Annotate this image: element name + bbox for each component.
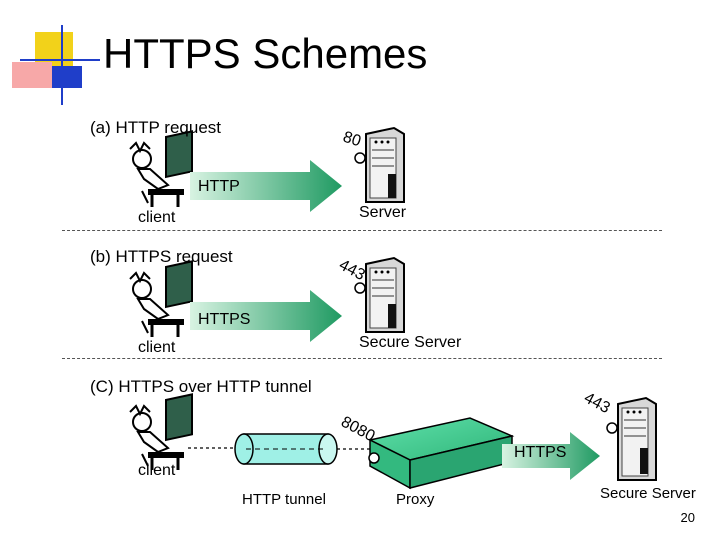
section-c-heading: (C) HTTPS over HTTP tunnel [90, 377, 312, 396]
server-icon-c [606, 396, 657, 481]
arrow-label-c: HTTPS [514, 444, 567, 461]
arrow-label-b: HTTPS [198, 311, 251, 328]
https-arrow-c [502, 432, 600, 480]
proxy-box [367, 417, 515, 490]
server-label-a: Server [359, 204, 407, 221]
request-arrow-b [190, 290, 342, 342]
request-arrow-a [190, 160, 342, 212]
port-label-a: 80 [341, 129, 363, 151]
client-label-a: client [138, 209, 176, 226]
http-tunnel-cylinder [234, 433, 338, 465]
server-icon-b [354, 256, 405, 333]
server-label-b: Secure Server [359, 334, 462, 351]
section-a-heading: (a) HTTP request [90, 118, 222, 137]
server-port-label-c: 443 [581, 390, 613, 418]
section-b-heading: (b) HTTPS request [90, 247, 233, 266]
section-divider-1 [62, 230, 662, 231]
port-label-b: 443 [336, 257, 368, 285]
server-icon-a [354, 126, 405, 203]
corner-decoration [12, 25, 100, 105]
client-icon-c [129, 393, 193, 470]
client-icon-a [129, 130, 193, 207]
proxy-label: Proxy [396, 491, 435, 508]
proxy-port-label: 8080 [338, 414, 377, 446]
client-label-b: client [138, 339, 176, 356]
client-icon-b [129, 260, 193, 337]
page-title: HTTPS Schemes [103, 30, 428, 77]
page-number: 20 [680, 510, 695, 525]
client-label-c: client [138, 462, 176, 479]
section-divider-2 [62, 358, 662, 359]
tunnel-label: HTTP tunnel [242, 491, 326, 508]
server-label-c: Secure Server [600, 485, 696, 502]
arrow-label-a: HTTP [198, 178, 240, 195]
